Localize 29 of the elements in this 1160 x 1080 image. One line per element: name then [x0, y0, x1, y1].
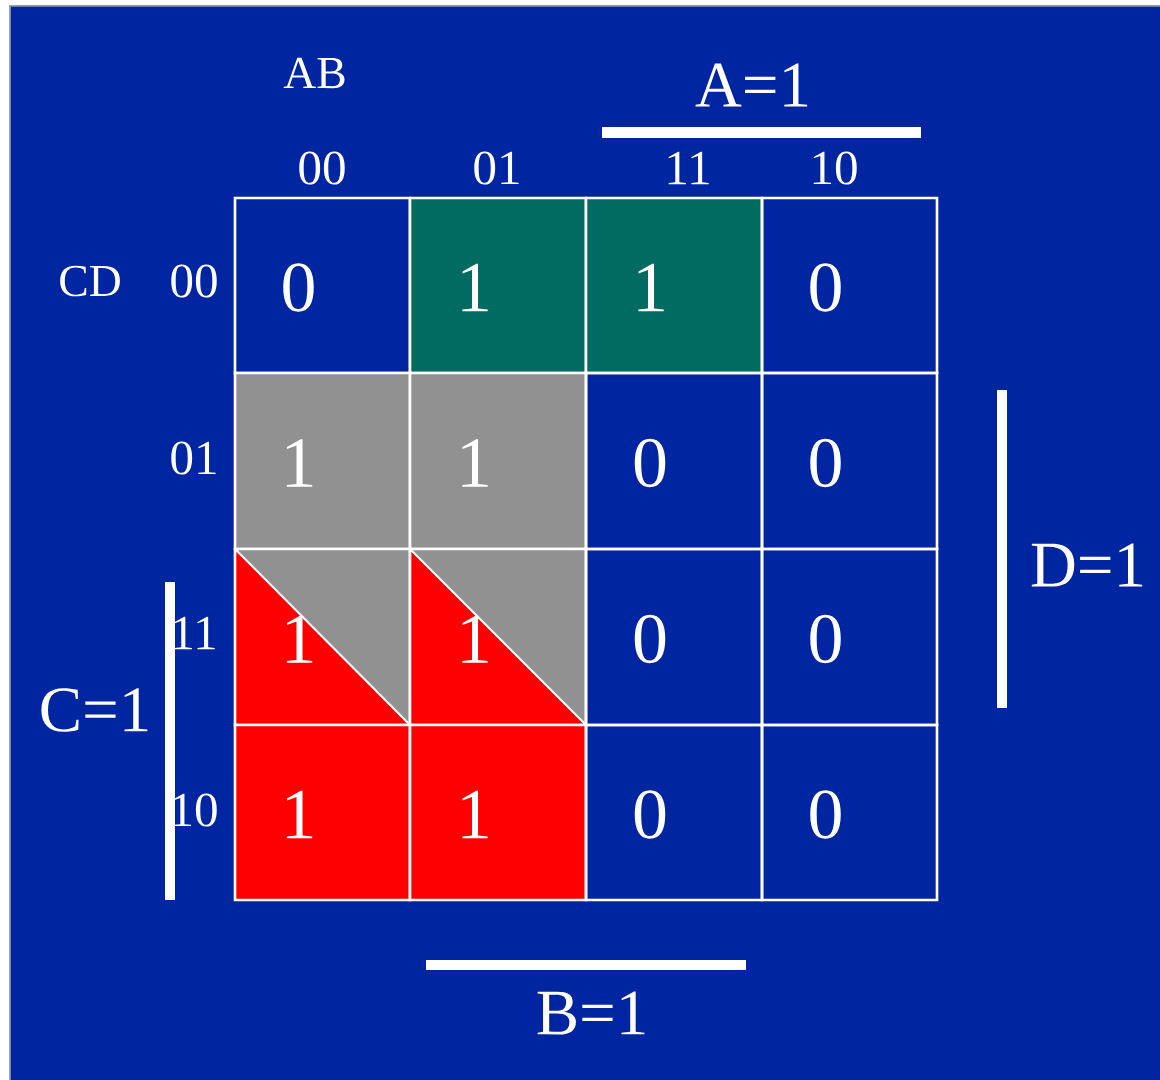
variable-label: A=1 — [695, 63, 808, 107]
row-header: 00 — [171, 264, 217, 298]
column-header: 10 — [813, 151, 857, 185]
kmap-cell: 0 — [760, 723, 939, 902]
kmap-cell: 0 — [584, 723, 764, 902]
kmap-cell: 1 — [408, 547, 588, 727]
row-header: 11 — [174, 616, 215, 650]
kmap-cell: 0 — [760, 196, 939, 375]
column-header: 00 — [299, 151, 345, 185]
kmap-cell: 0 — [584, 371, 764, 551]
kmap-cell: 1 — [584, 196, 764, 375]
variable-label: D=1 — [1031, 543, 1143, 587]
kmap-cell: 1 — [233, 547, 412, 727]
kmap-cell: 1 — [408, 371, 588, 551]
kmap-cell: 0 — [584, 547, 764, 727]
variable-label: C=1 — [41, 688, 148, 732]
kmap-cell: 1 — [233, 371, 412, 551]
column-header: 11 — [668, 151, 709, 185]
variable-label: B=1 — [537, 991, 645, 1035]
kmap-cell: 0 — [760, 371, 939, 551]
axis-label: CD — [60, 265, 120, 297]
kmap-cell: 1 — [408, 723, 588, 902]
kmap-cell: 0 — [760, 547, 939, 727]
column-header: 01 — [474, 151, 519, 185]
axis-label: AB — [283, 57, 345, 89]
kmap-cell: 1 — [233, 723, 412, 902]
row-header: 10 — [173, 793, 217, 827]
kmap-cell: 1 — [408, 196, 588, 375]
row-header: 01 — [171, 441, 216, 475]
